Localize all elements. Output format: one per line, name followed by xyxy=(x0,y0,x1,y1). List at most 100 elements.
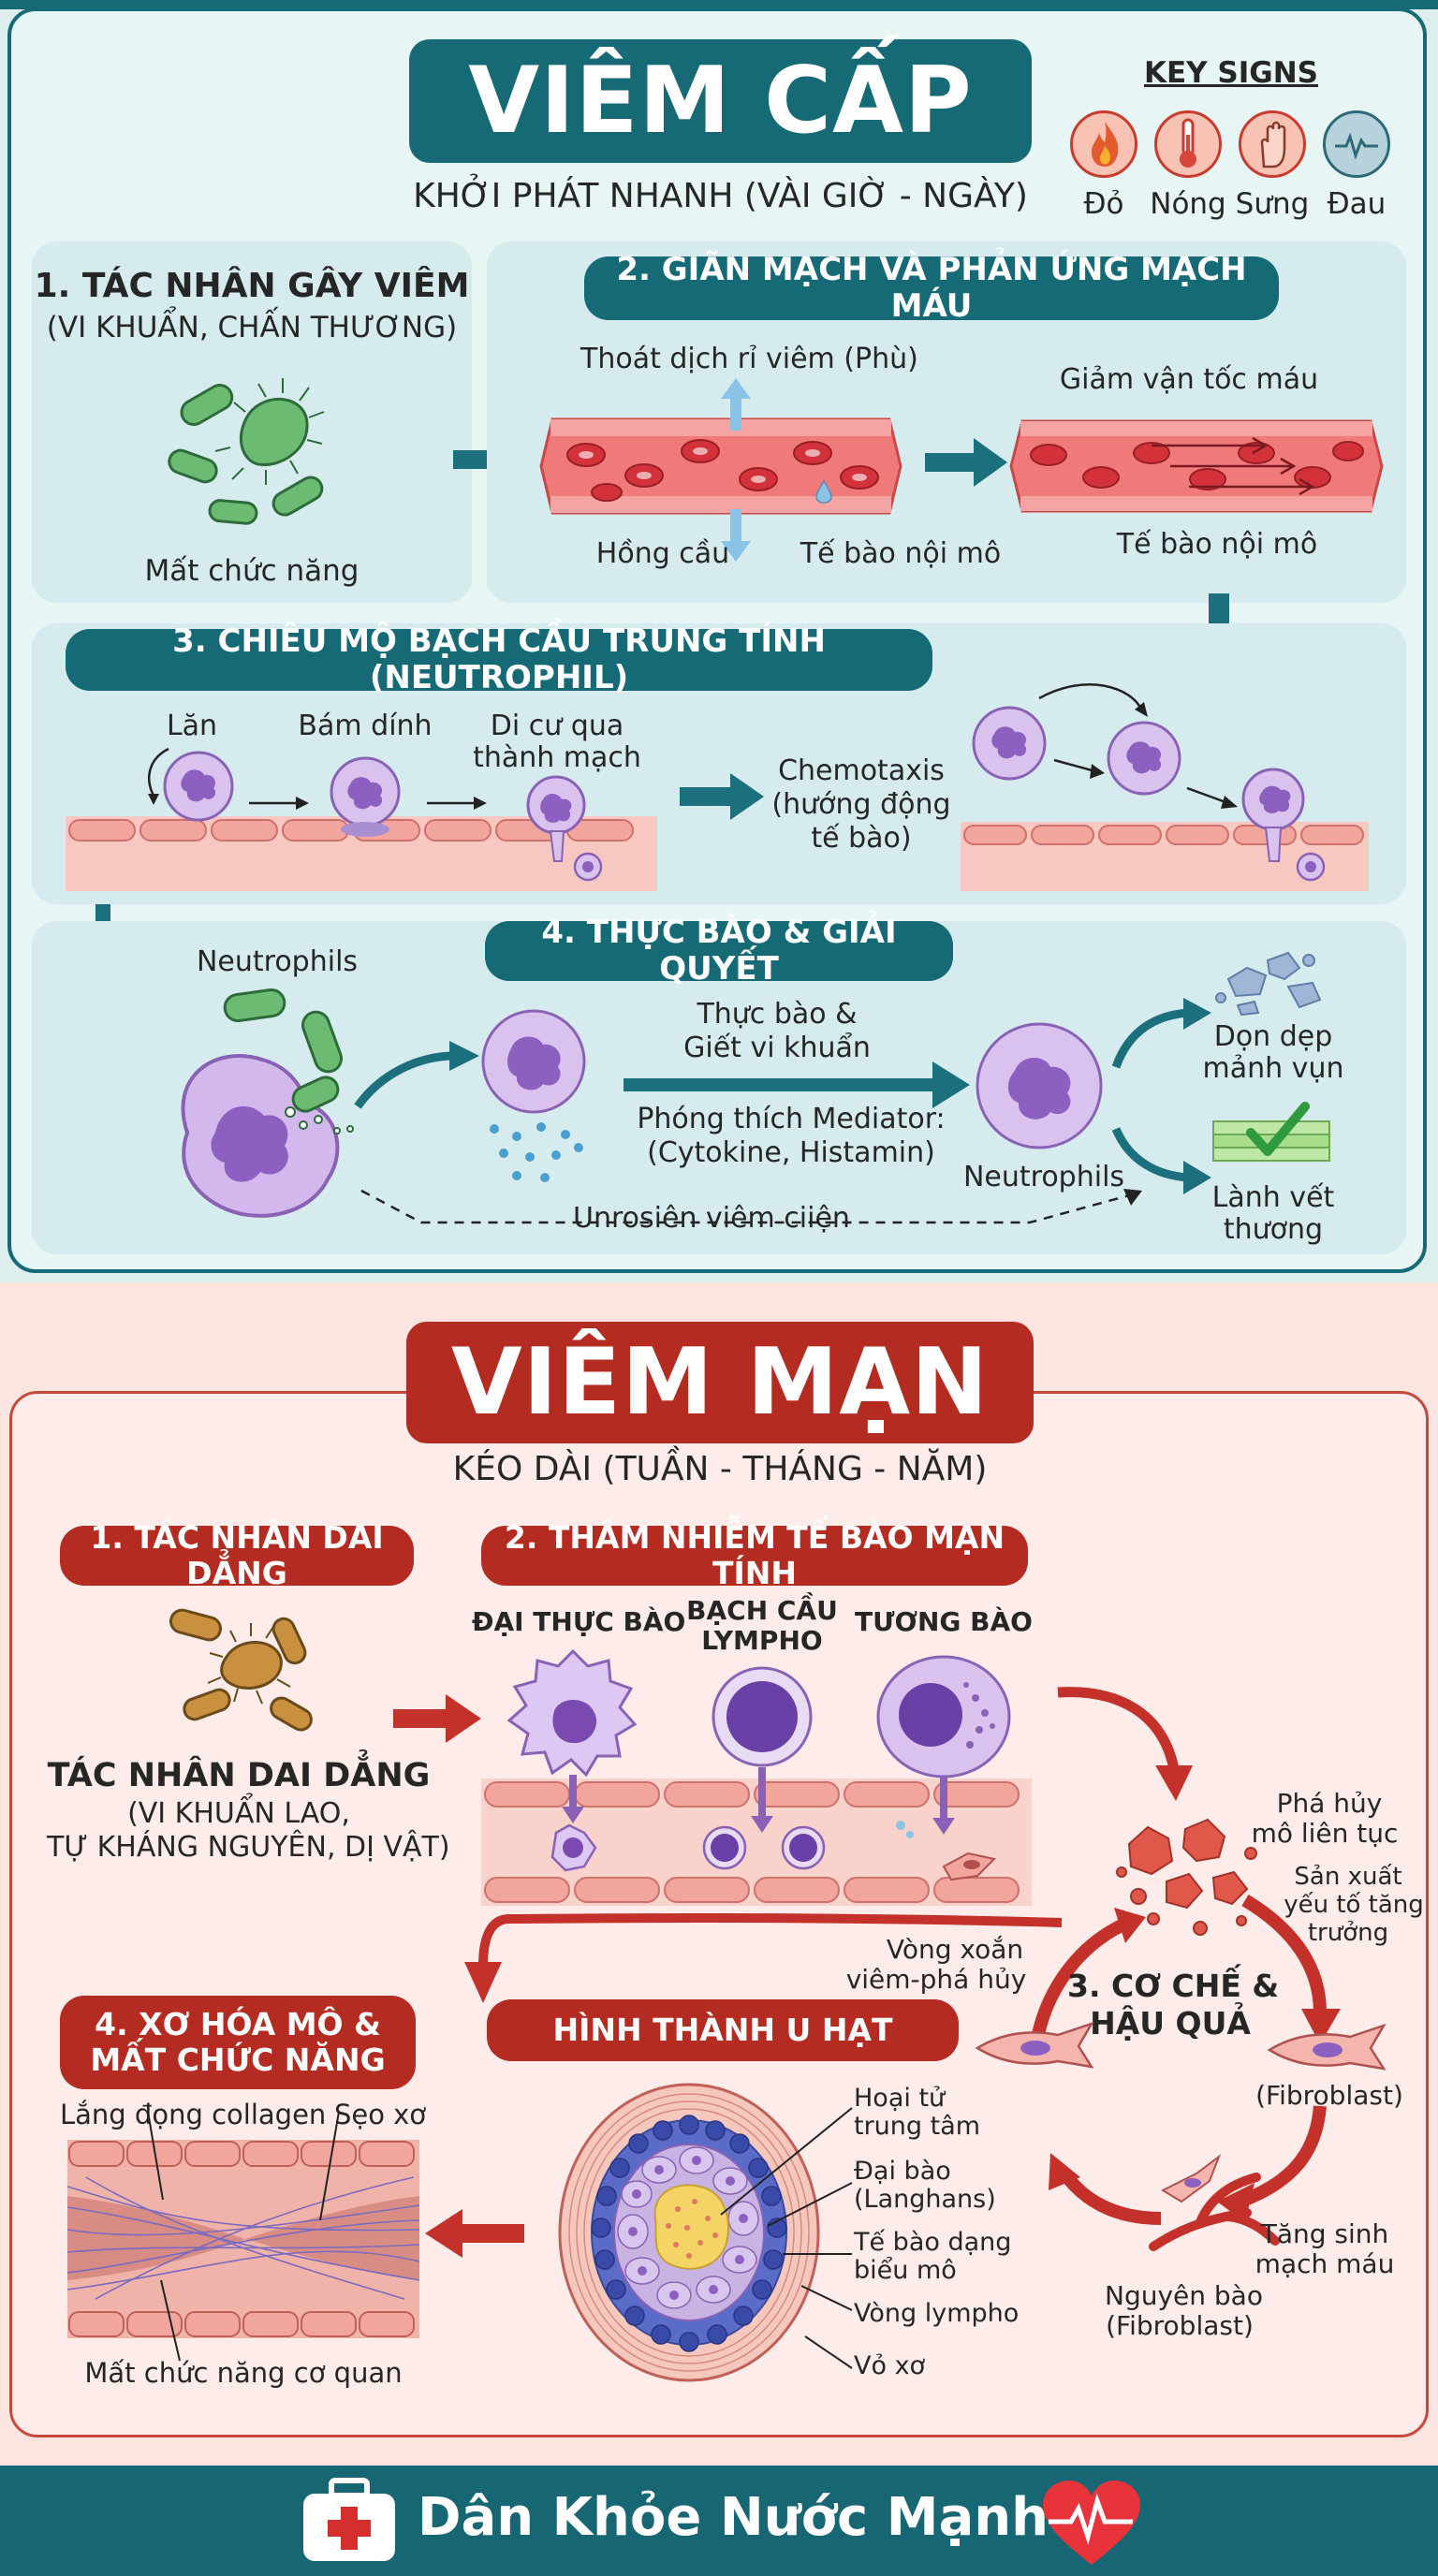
cleanup-label-2: mảnh vụn xyxy=(1202,1052,1344,1085)
fibrosis-tissue xyxy=(66,2111,420,2362)
chronic-step2-title: 2. THÂM NHIỄM TẾ BÀO MẠN TÍNH xyxy=(481,1520,1028,1590)
slow-flow-label: Giảm vận tốc máu xyxy=(1059,363,1319,396)
chronic-step4-title-2: MẤT CHỨC NĂNG xyxy=(90,2042,386,2078)
giant-cell-label-2: (Langhans) xyxy=(854,2185,996,2214)
macrophage-cell xyxy=(506,1648,638,1872)
fibroblast-label-right: (Fibroblast) xyxy=(1255,2080,1403,2111)
adhere-label: Bám dính xyxy=(298,710,433,742)
endothelial-label-1: Tế bào nội mô xyxy=(800,537,1002,570)
persistent-bacteria-icon xyxy=(169,1608,313,1732)
arrow-adhere-to-migrate xyxy=(427,797,487,810)
healed-tissue-icon xyxy=(1212,1102,1330,1162)
exudate-arrows xyxy=(721,378,751,562)
necrosis-label-2: trung tâm xyxy=(854,2112,981,2141)
phago-label-1: Thực bào & xyxy=(697,998,858,1031)
first-aid-kit-icon xyxy=(303,2478,395,2561)
neutrophils-label-left: Neutrophils xyxy=(196,945,359,978)
destroy-label-1: Phá hủy xyxy=(1276,1788,1383,1819)
heal-label-2: thương xyxy=(1223,1213,1324,1246)
acute-title-banner: VIÊM CẤP xyxy=(409,39,1032,163)
hand-icon xyxy=(1260,121,1286,168)
macrophage-phagocytosis xyxy=(181,988,354,1218)
key-signs-title: KEY SIGNS xyxy=(1143,56,1318,90)
giant-cell-label-1: Đại bào xyxy=(854,2157,951,2186)
arrow-roll-to-adhere xyxy=(249,797,309,810)
migrate-label-1: Di cư qua xyxy=(490,710,624,742)
cycle-title-1: 3. CƠ CHẾ & xyxy=(1067,1968,1280,2004)
acute-title: VIÊM CẤP xyxy=(468,48,973,154)
arrow-dilated-to-slow xyxy=(925,438,1007,487)
angio-label-2: mạch máu xyxy=(1255,2248,1395,2279)
fibroblast-cell-left xyxy=(975,2021,1094,2069)
macrophage-label: ĐẠI THỰC BÀO xyxy=(472,1606,686,1637)
chronic-step1-line1: (VI KHUẨN LAO, xyxy=(127,1797,350,1830)
growth-label-1: Sản xuất xyxy=(1294,1863,1402,1891)
exudate-label: Thoát dịch rỉ viêm (Phù) xyxy=(580,343,918,375)
growth-label-3: trưởng xyxy=(1307,1919,1389,1947)
acute-step1-subtitle: (VI KHUẨN, CHẤN THƯƠNG) xyxy=(46,311,458,344)
flame-icon xyxy=(1092,122,1119,167)
debris-icon xyxy=(1215,951,1322,1017)
mediator-label-2: (Cytokine, Histamin) xyxy=(647,1136,935,1169)
arrow-chronic-1-to-2 xyxy=(393,1694,481,1743)
fibroblast-cell-right xyxy=(1267,2023,1387,2071)
loop-label-2: viêm-phá hủy xyxy=(845,1964,1027,1995)
neutrophil-migrating xyxy=(526,775,603,882)
destroy-label-2: mô liên tục xyxy=(1251,1818,1399,1849)
chronic-title-banner: VIÊM MẠN xyxy=(406,1322,1034,1443)
plasma-cell-label: TƯƠNG BÀO xyxy=(855,1606,1033,1637)
key-sign-label-pain: Đau xyxy=(1327,187,1387,221)
neutrophils-label-right: Neutrophils xyxy=(962,1161,1125,1193)
lymph-ring-label: Vòng lympho xyxy=(854,2299,1020,2328)
acute-step4-title: 4. THỰC BÀO & GIẢI QUYẾT xyxy=(485,914,953,988)
fibroblast-label-1: Nguyên bào xyxy=(1105,2280,1263,2311)
footer-brand: Dân Khỏe Nước Mạnh xyxy=(418,2487,1049,2548)
acute-top-band xyxy=(0,0,1438,9)
granuloma-title: HÌNH THÀNH U HẠT xyxy=(487,1999,959,2061)
angio-label-1: Tăng sinh xyxy=(1260,2218,1389,2249)
fibrous-capsule-label: Vỏ xơ xyxy=(854,2351,926,2380)
epithelioid-label-1: Tế bào dạng xyxy=(854,2228,1012,2257)
migrate-label-2: thành mạch xyxy=(473,741,641,774)
rbc-label: Hồng cầu xyxy=(595,537,730,570)
key-sign-label-red: Đỏ xyxy=(1083,187,1124,221)
angiogenesis-icon xyxy=(1149,2154,1280,2251)
roll-label: Lăn xyxy=(166,710,218,742)
chronic-step1-title: 1. TÁC NHÂN DAI DẲNG xyxy=(60,1520,414,1590)
lymphocyte-cell xyxy=(702,1666,826,1870)
mediator-label-1: Phóng thích Mediator: xyxy=(637,1103,946,1135)
acute-step3-title: 3. CHIÊU MỘ BẠCH CẦU TRUNG TÍNH (NEUTROP… xyxy=(66,622,932,696)
acute-step1-title: 1. TÁC NHÂN GÂY VIÊM xyxy=(34,267,470,305)
chronic-subtitle: KÉO DÀI (TUẦN - THÁNG - NĂM) xyxy=(452,1450,988,1488)
chronic-step4-title-1: 4. XƠ HÓA MÔ & xyxy=(95,2006,381,2043)
acute-step2-title: 2. GIÃN MẠCH VÀ PHẢN ỨNG MẠCH MÁU xyxy=(584,251,1279,325)
pulse-icon xyxy=(1335,132,1378,160)
arrow-phago-to-neutrophil xyxy=(354,1041,479,1109)
fibroblast-label-2: (Fibroblast) xyxy=(1106,2310,1254,2341)
unresolved-label: Unrosiên viêm ciiện xyxy=(573,1202,850,1235)
cycle-title-2: HẬU QUẢ xyxy=(1090,2005,1251,2042)
chemotaxis-neutrophils xyxy=(972,683,1326,882)
chronic-step1-bold: TÁC NHÂN DAI DẲNG xyxy=(47,1757,431,1794)
arrow-mediator xyxy=(624,1061,970,1108)
blood-vessel-slow xyxy=(1009,419,1384,513)
loop-label-1: Vòng xoắn xyxy=(886,1934,1024,1965)
phago-label-2: Giết vi khuẩn xyxy=(683,1032,871,1064)
granuloma-leader-lines xyxy=(720,2107,853,2369)
acute-step1-caption: Mất chức năng xyxy=(144,554,360,588)
arrow-cycle-to-step4 xyxy=(464,1913,1063,2003)
chemotaxis-label-1: Chemotaxis xyxy=(778,754,945,787)
footer-bar xyxy=(0,2466,1438,2576)
chronic-step4-title: 4. XƠ HÓA MÔ & MẤT CHỨC NĂNG xyxy=(60,1996,416,2089)
endothelial-label-2: Tế bào nội mô xyxy=(1116,528,1318,561)
granuloma-diagram xyxy=(558,2083,820,2382)
lymphocyte-label-2: LYMPHO xyxy=(701,1625,823,1656)
neutrophil-rolling xyxy=(148,747,234,822)
plasma-cell xyxy=(876,1655,1011,1881)
tissue-debris-icon xyxy=(1116,1818,1257,1936)
collagen-label: Lắng đọng collagen xyxy=(60,2099,327,2130)
epithelioid-label-2: biểu mô xyxy=(854,2256,957,2285)
arrow-step3-to-chemotaxis xyxy=(680,773,764,820)
fluid-drop-icon xyxy=(815,479,832,504)
chemotaxis-label-3: tế bào) xyxy=(811,822,912,855)
